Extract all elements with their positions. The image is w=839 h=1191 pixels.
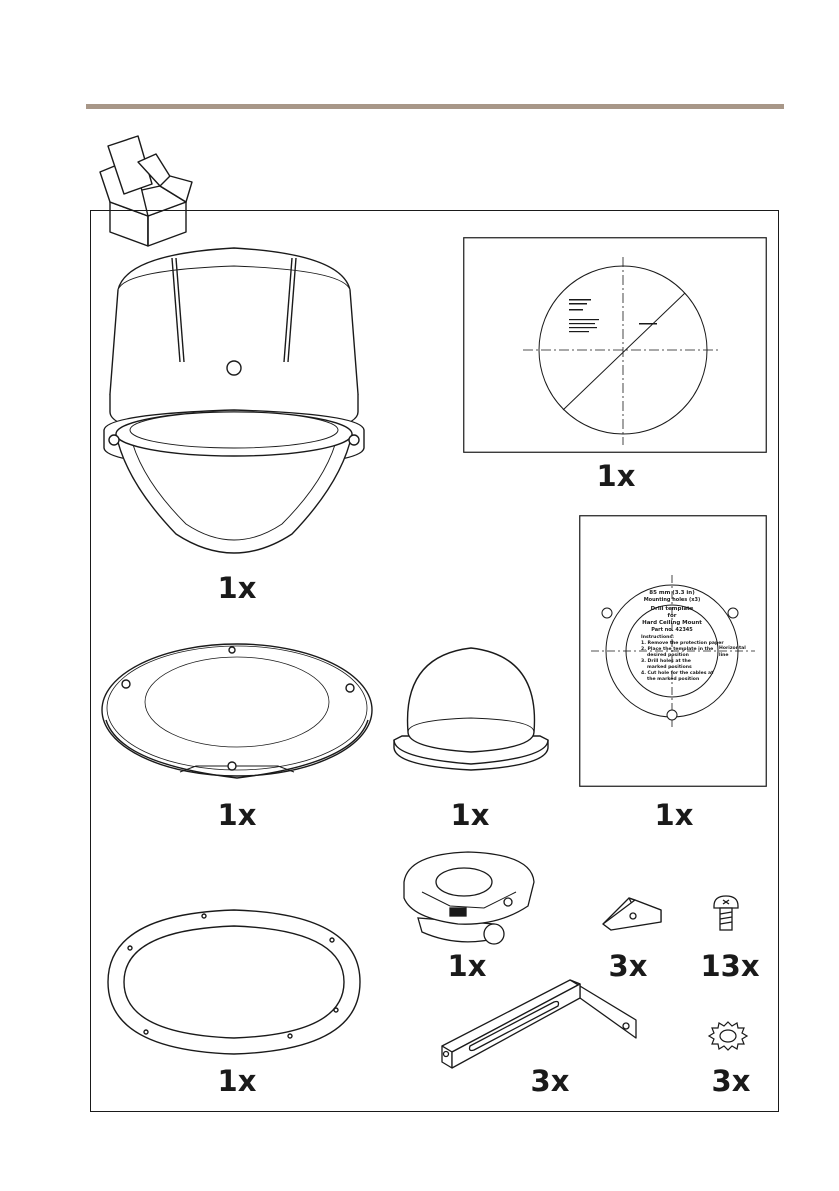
drill-template-hard-ceiling-quantity: 1x bbox=[654, 798, 694, 832]
lock-washer-illustration bbox=[707, 1021, 749, 1051]
template-horizontal-label: Horizontal bbox=[719, 645, 746, 651]
template-step-1: 1. Remove the protection paper bbox=[641, 640, 724, 646]
template-step-2-cont: desired position bbox=[647, 652, 689, 658]
screw-quantity: 13x bbox=[700, 949, 760, 983]
template-instructions-heading: Instructions: bbox=[641, 634, 674, 640]
drill-template-hard-ceiling-illustration: 85 mm (3.3 in) Mounting holes (x3) Drill… bbox=[579, 515, 767, 787]
template-step-4-cont: the marked position bbox=[647, 676, 699, 682]
template-part-number: Part no. 42345 bbox=[651, 627, 693, 633]
template-product-name: Hard Ceiling Mount bbox=[642, 620, 702, 626]
template-title: Drill template bbox=[651, 606, 694, 612]
mount-bracket-base-quantity: 1x bbox=[447, 949, 487, 983]
drill-template-small-illustration bbox=[463, 237, 767, 453]
camera-quantity: 1x bbox=[217, 571, 257, 605]
angle-clip-quantity: 3x bbox=[608, 949, 648, 983]
template-step-2: 2. Place the template in the bbox=[641, 646, 713, 652]
support-bracket-quantity: 3x bbox=[530, 1064, 570, 1098]
header-rule bbox=[86, 104, 784, 109]
trim-ring-illustration bbox=[101, 643, 373, 779]
dome-cover-illustration bbox=[393, 647, 549, 771]
dome-cover-quantity: 1x bbox=[450, 798, 490, 832]
template-step-3-cont: marked positions bbox=[647, 664, 692, 670]
mounting-ring-quantity: 1x bbox=[217, 1064, 257, 1098]
camera-unit-illustration bbox=[103, 247, 365, 554]
screw-illustration bbox=[713, 895, 739, 931]
template-horizontal-line-label: line bbox=[719, 652, 729, 658]
lock-washer-quantity: 3x bbox=[711, 1064, 751, 1098]
template-title-for: for bbox=[668, 613, 677, 619]
template-step-3: 3. Drill holes at the bbox=[641, 658, 691, 664]
contents-frame bbox=[90, 210, 779, 1112]
trim-ring-quantity: 1x bbox=[217, 798, 257, 832]
drill-template-small-quantity: 1x bbox=[596, 459, 636, 493]
angle-clip-illustration bbox=[602, 897, 662, 931]
mounting-ring-illustration bbox=[107, 909, 361, 1055]
template-step-4: 4. Cut hole for the cables at bbox=[641, 670, 714, 676]
support-bracket-illustration bbox=[441, 979, 637, 1069]
template-dimension-label: 85 mm (3.3 in) bbox=[649, 590, 695, 596]
template-mounting-holes-label: Mounting holes (x3) bbox=[644, 597, 701, 603]
mount-bracket-base-illustration bbox=[403, 851, 535, 945]
package-box-icon bbox=[99, 135, 193, 247]
